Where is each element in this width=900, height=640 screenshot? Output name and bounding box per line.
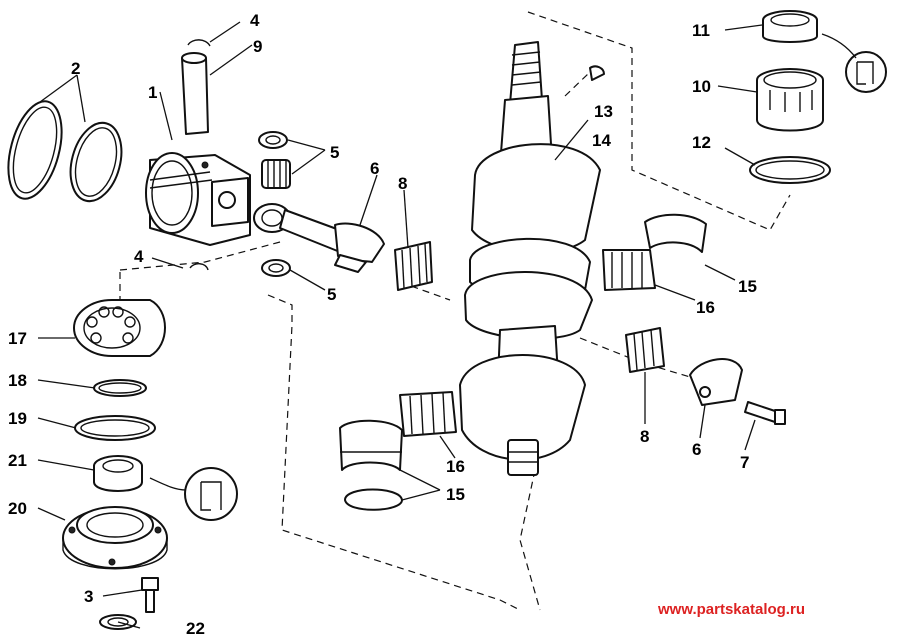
watermark: www.partskatalog.ru <box>657 601 805 618</box>
lower-bearing-retainer <box>339 419 403 511</box>
wrist-pin-bearing <box>258 131 291 277</box>
callout-16-right: 16 <box>696 298 715 317</box>
woodruff-key <box>589 65 605 81</box>
callout-7: 7 <box>740 453 749 472</box>
upper-seal <box>762 10 818 43</box>
callout-18: 18 <box>8 371 27 390</box>
callout-8-bottom: 8 <box>640 427 649 446</box>
callout-numbers: 1 2 4 9 5 6 8 4 5 13 14 11 10 12 15 16 8… <box>8 11 757 638</box>
callout-1: 1 <box>148 83 157 102</box>
callout-5-top: 5 <box>330 143 339 162</box>
piston-pin <box>181 39 211 271</box>
retaining-ring <box>93 379 147 397</box>
callout-4-top: 4 <box>250 11 260 30</box>
callout-22: 22 <box>186 619 205 638</box>
callout-8-top: 8 <box>398 174 407 193</box>
callout-5-bottom: 5 <box>327 285 336 304</box>
callout-6-bottom: 6 <box>692 440 701 459</box>
piston <box>145 152 251 246</box>
rod-needle-bearing-lower <box>625 327 665 373</box>
callout-19: 19 <box>8 409 27 428</box>
callout-6-top: 6 <box>370 159 379 178</box>
sealant-symbol-lower <box>149 467 238 521</box>
callout-21: 21 <box>8 451 27 470</box>
rod-cap <box>689 358 743 406</box>
callout-4-bottom: 4 <box>134 247 144 266</box>
rod-needle-bearing-upper <box>394 241 433 291</box>
rod-screw <box>744 401 786 425</box>
sealant-symbol-upper <box>845 51 887 93</box>
callout-10: 10 <box>692 77 711 96</box>
lower-seal <box>93 455 143 492</box>
callout-12: 12 <box>692 133 711 152</box>
center-main-bearing-retainer <box>644 213 707 253</box>
callout-20: 20 <box>8 499 27 518</box>
housing-o-ring <box>74 415 156 441</box>
piston-rings <box>7 100 123 203</box>
crankshaft <box>459 41 601 476</box>
leader-lines <box>37 21 857 629</box>
callout-17: 17 <box>8 329 27 348</box>
callout-16-bottom: 16 <box>446 457 465 476</box>
housing-screw <box>141 577 159 613</box>
callout-15-bottom: 15 <box>446 485 465 504</box>
callout-13: 13 <box>594 102 613 121</box>
callout-11: 11 <box>692 21 710 40</box>
callout-15-right: 15 <box>738 277 757 296</box>
lower-bearing-housing <box>62 506 168 570</box>
callout-2: 2 <box>71 59 80 78</box>
assembly-dashed-lines <box>119 11 791 611</box>
callout-3: 3 <box>84 587 93 606</box>
upper-o-ring <box>749 156 831 184</box>
lower-ball-bearing <box>73 299 166 357</box>
callout-9: 9 <box>253 37 262 56</box>
lower-main-bearing <box>399 391 457 437</box>
upper-roller-bearing <box>756 68 824 132</box>
connecting-rod <box>253 203 385 273</box>
callout-14: 14 <box>592 131 611 150</box>
center-main-bearing <box>602 249 656 291</box>
